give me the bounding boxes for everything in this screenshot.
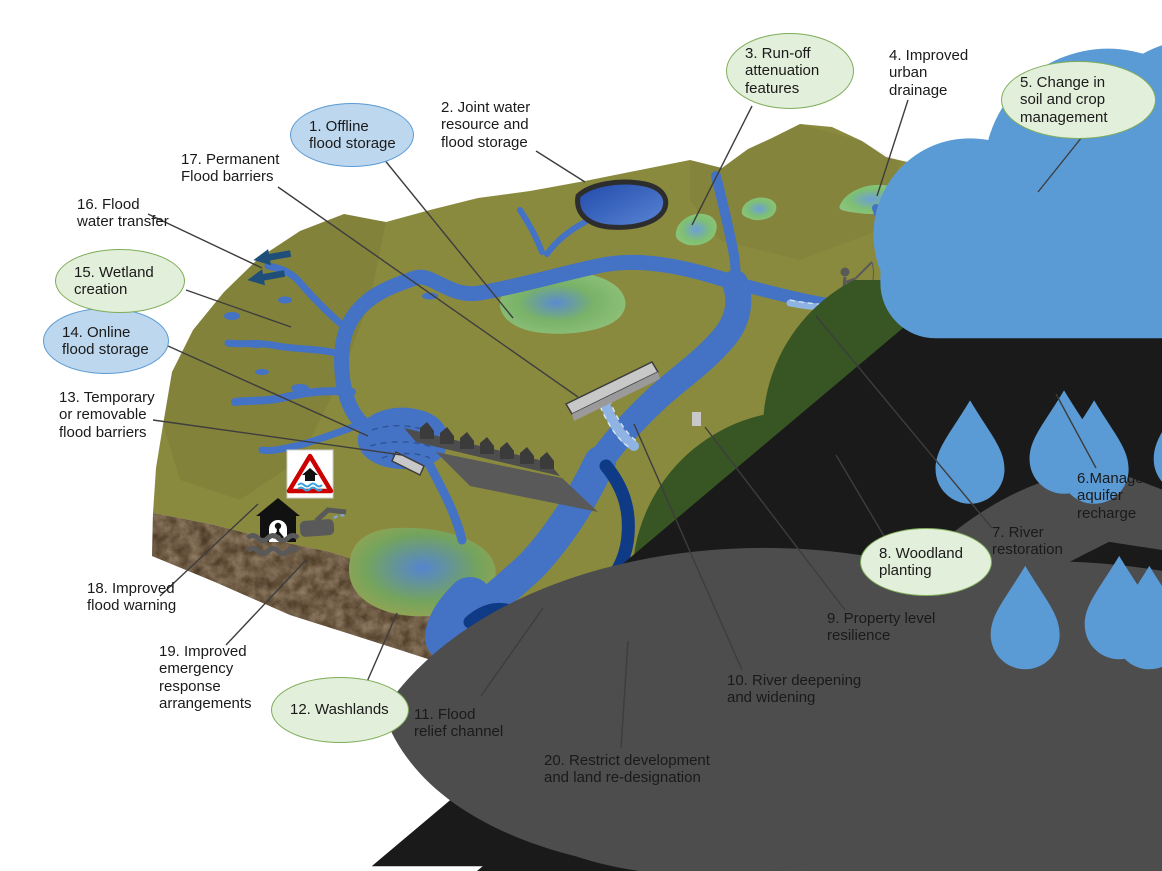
leader-4 (876, 99, 909, 197)
label-river-restoration: 7. River restoration (992, 524, 1063, 559)
flood-warning-sign-icon (286, 449, 334, 499)
label-soil-crop-management: 5. Change in soil and crop management (1001, 61, 1156, 139)
leader-15 (185, 289, 292, 328)
leader-3 (691, 105, 753, 226)
leader-6 (1055, 393, 1097, 469)
washland-structure-icon (404, 422, 598, 512)
leader-10 (633, 423, 743, 671)
emergency-shelter-icon (256, 498, 300, 542)
label-offline-flood-storage: 1. Offline flood storage (290, 103, 414, 167)
temporary-barrier-icon (391, 450, 425, 477)
leader-9 (704, 426, 846, 611)
river-deepened-section (599, 397, 640, 451)
label-improved-urban-drainage: 4. Improved urban drainage (889, 47, 969, 99)
label-property-level-resilience: 9. Property level resilience (827, 610, 936, 645)
label-managed-aquifer-recharge: 6.Managed aquifer recharge (1077, 470, 1153, 522)
transfer-arrows-icon (247, 249, 292, 286)
label-flood-relief-channel: 11. Flood relief channel (414, 706, 504, 741)
leader-13 (152, 419, 403, 456)
reservoir-lake (575, 179, 669, 230)
label-wetland-creation: 15. Wetland creation (55, 249, 185, 313)
label-runoff-attenuation: 3. Run-off attenuation features (726, 33, 854, 109)
leader-1 (382, 157, 514, 319)
label-restrict-development: 20. Restrict development and land re-des… (544, 752, 710, 787)
label-emergency-response: 19. Improved emergency response arrangem… (159, 643, 252, 712)
leader-lines (147, 99, 1097, 749)
label-online-flood-storage: 14. Online flood storage (43, 308, 169, 374)
leader-17 (277, 186, 579, 398)
label-permanent-flood-barriers: 17. Permanent Flood barriers (181, 151, 280, 186)
leader-12 (365, 612, 398, 685)
label-flood-water-transfer: 16. Flood water transfer (77, 196, 169, 231)
label-woodland-planting: 8. Woodland planting (860, 528, 992, 596)
leader-14 (167, 345, 369, 437)
leader-7 (815, 315, 993, 529)
leader-8 (835, 454, 885, 537)
pump-outfall-icon (246, 507, 347, 556)
runoff-attenuation-feature (675, 197, 777, 246)
leader-11 (480, 607, 544, 697)
leader-20 (620, 640, 629, 749)
permanent-barrier-icon (564, 361, 660, 421)
label-washlands: 12. Washlands (271, 677, 409, 743)
label-improved-flood-warning: 18. Improved flood warning (87, 580, 177, 615)
leader-18 (159, 503, 259, 597)
leader-2 (535, 150, 586, 183)
leader-16 (147, 213, 263, 269)
label-temporary-flood-barriers: 13. Temporary or removable flood barrier… (59, 389, 155, 441)
label-river-deepening: 10. River deepening and widening (727, 672, 862, 707)
label-joint-water-resource: 2. Joint water resource and flood storag… (441, 99, 531, 151)
leader-5 (1037, 136, 1083, 193)
wetland-ponds (224, 274, 438, 392)
online-storage-pool (357, 407, 449, 470)
leader-19 (225, 559, 307, 646)
resilient-house-icon (692, 412, 1162, 871)
